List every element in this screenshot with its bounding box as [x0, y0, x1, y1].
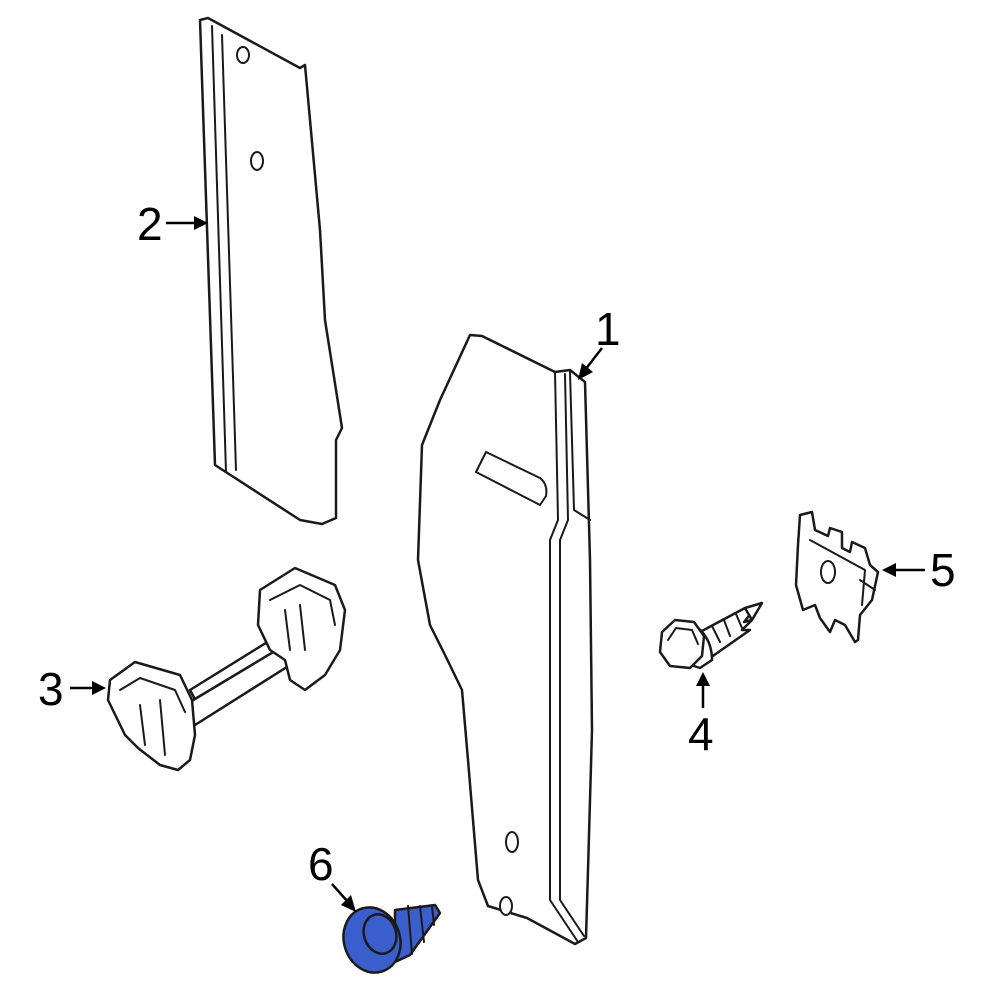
arrow-3: [70, 681, 106, 695]
part-2-pillar-trim[interactable]: [198, 16, 344, 526]
callout-3: 3: [38, 663, 64, 715]
part-5-bracket-clip[interactable]: [794, 510, 880, 644]
callout-6: 6: [308, 838, 334, 890]
callout-5: 5: [930, 544, 956, 596]
part-6-push-pin[interactable]: [335, 900, 442, 980]
callout-4: 4: [688, 708, 714, 760]
arrow-2: [166, 216, 208, 230]
callout-1: 1: [595, 303, 621, 355]
callout-2: 2: [137, 198, 163, 250]
arrow-5: [882, 563, 925, 577]
arrow-6: [331, 883, 356, 912]
arrow-4: [696, 672, 710, 708]
part-3-clip[interactable]: [106, 566, 347, 772]
arrow-1: [578, 347, 603, 380]
part-4-hex-screw[interactable]: [658, 601, 764, 670]
part-1-pillar-panel[interactable]: [416, 333, 594, 946]
